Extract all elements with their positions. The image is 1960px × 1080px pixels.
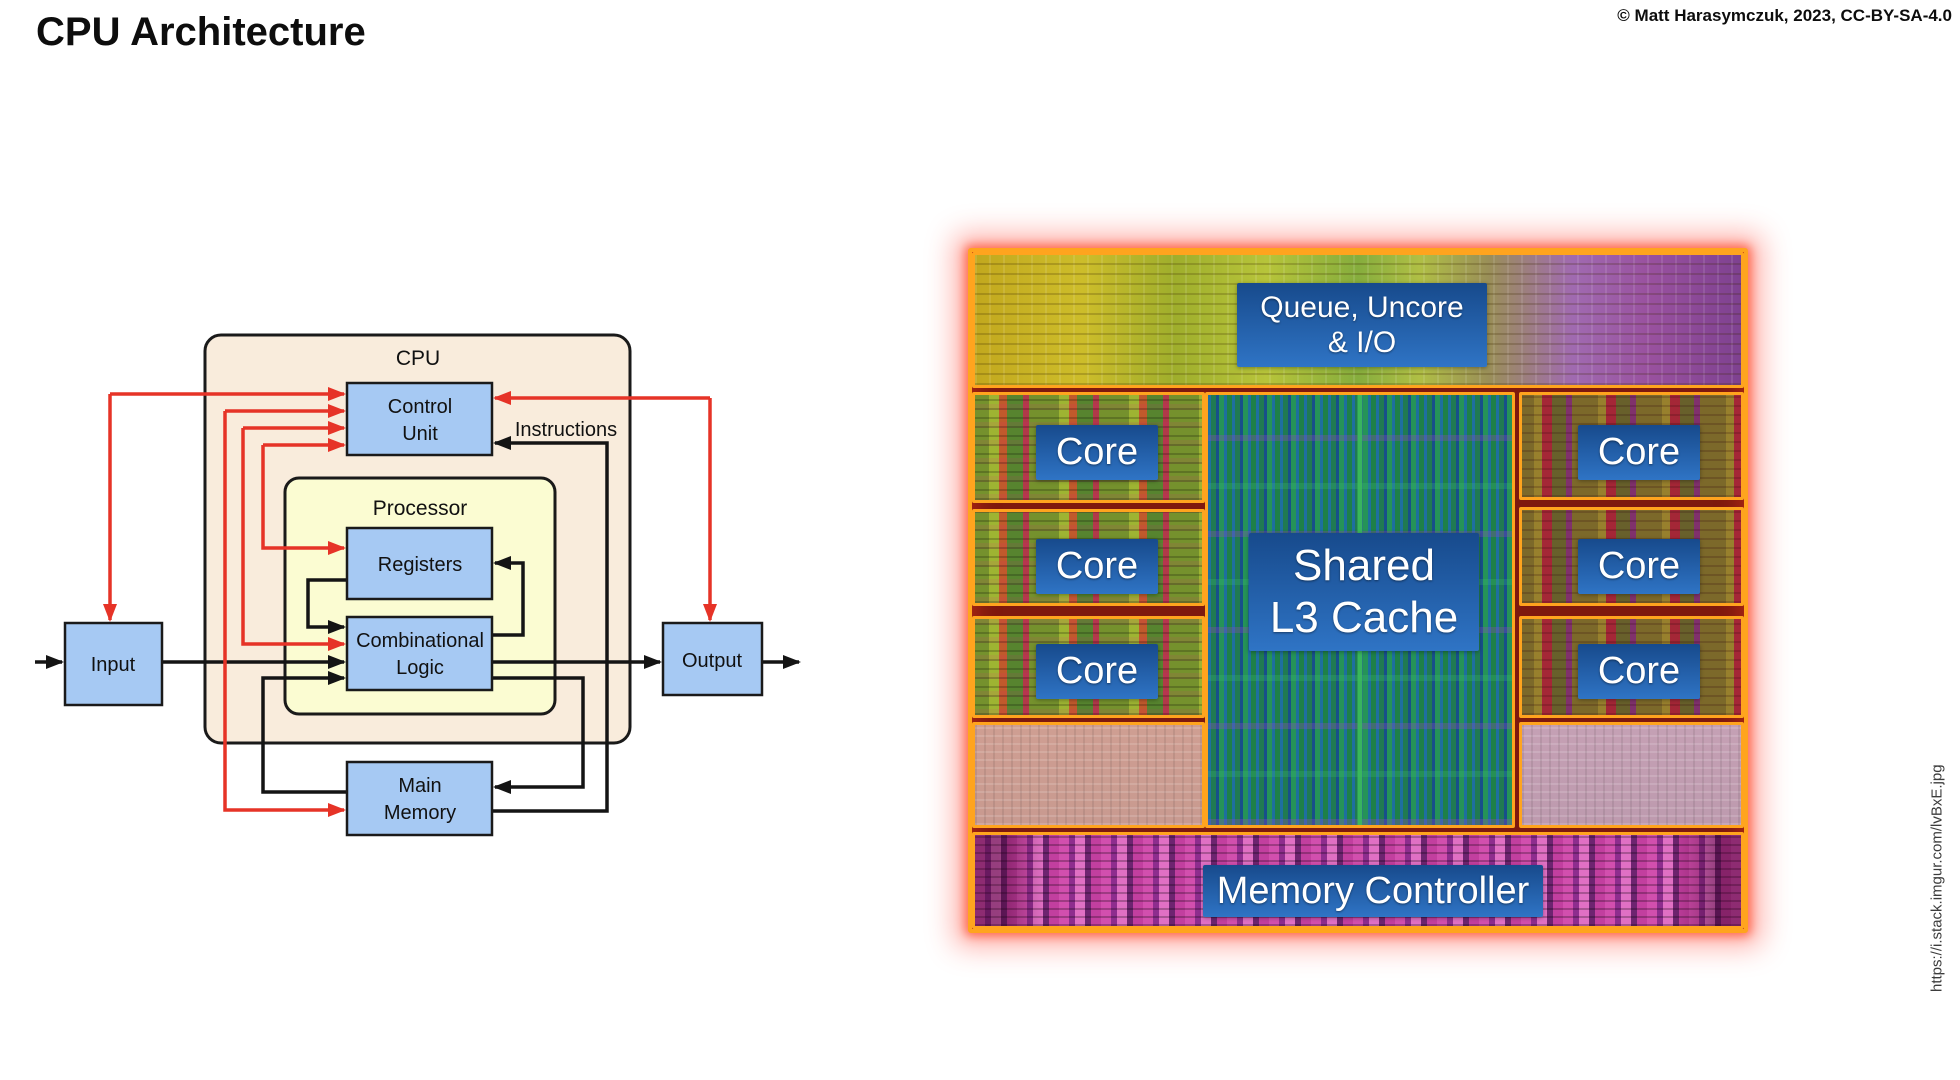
diagram-blocks	[63, 381, 764, 837]
control-lines	[103, 387, 717, 817]
data-lines	[35, 436, 801, 813]
registers-label: Registers	[378, 554, 462, 576]
combinational-logic-box	[345, 615, 494, 692]
cpu-block-diagram: CPU Processor Control Unit Registers Com…	[35, 333, 801, 837]
cpu-label: CPU	[396, 347, 440, 370]
combinational-logic-label-line1: Combinational	[356, 630, 484, 652]
queue-label-line1: Queue, Uncore	[1260, 290, 1464, 324]
processor-label: Processor	[373, 497, 468, 520]
main-memory-box	[345, 760, 494, 837]
die-region-flank-left	[972, 722, 1205, 828]
die-label-core-right-1: Core	[1578, 425, 1700, 480]
page-title: CPU Architecture	[36, 10, 366, 54]
arrow-memory-to-control-instructions	[492, 436, 609, 813]
control-unit-label-line2: Unit	[402, 423, 438, 445]
red-arrow-to-registers	[261, 445, 346, 555]
output-box	[661, 621, 764, 697]
arrow-logic-to-memory	[492, 676, 585, 794]
image-credit-url: https://i.stack.imgur.com/lvBxE.jpg	[1928, 764, 1946, 992]
red-arrow-to-logic	[241, 428, 346, 651]
queue-label-line2: & I/O	[1327, 326, 1397, 359]
l3-label-line2: L3 Cache	[1269, 593, 1459, 642]
control-unit-box	[345, 381, 494, 457]
die-label-core-left-2: Core	[1036, 539, 1158, 594]
red-arrow-to-main-memory	[223, 411, 346, 817]
combinational-logic-label-line2: Logic	[396, 657, 444, 679]
die-region-flank-right	[1519, 722, 1744, 828]
arrow-logic-to-registers	[492, 556, 525, 637]
die-label-shared-l3-cache: Shared L3 Cache	[1249, 533, 1479, 651]
arrow-registers-to-logic	[306, 578, 347, 634]
registers-box	[345, 526, 494, 601]
copyright-notice: © Matt Harasymczuk, 2023, CC-BY-SA-4.0	[1617, 6, 1952, 25]
output-label: Output	[682, 650, 742, 672]
control-unit-label-line1: Control	[388, 396, 452, 418]
main-memory-label-line1: Main	[398, 775, 441, 797]
l3-label-line1: Shared	[1293, 541, 1435, 591]
arrow-memory-to-logic	[261, 671, 347, 794]
input-label: Input	[91, 654, 136, 676]
die-label-memory-controller: Memory Controller	[1203, 865, 1543, 917]
main-memory-label-line2: Memory	[384, 802, 456, 824]
die-label-queue-uncore-io: Queue, Uncore & I/O	[1237, 283, 1487, 367]
die-label-core-right-2: Core	[1578, 539, 1700, 594]
die-label-core-right-3: Core	[1578, 644, 1700, 699]
instructions-label: Instructions	[515, 419, 617, 441]
die-label-core-left-3: Core	[1036, 644, 1158, 699]
die-label-core-left-1: Core	[1036, 425, 1158, 480]
input-box	[63, 621, 164, 707]
cpu-die-photo: Queue, Uncore & I/O Core Core Core Core …	[968, 248, 1748, 933]
